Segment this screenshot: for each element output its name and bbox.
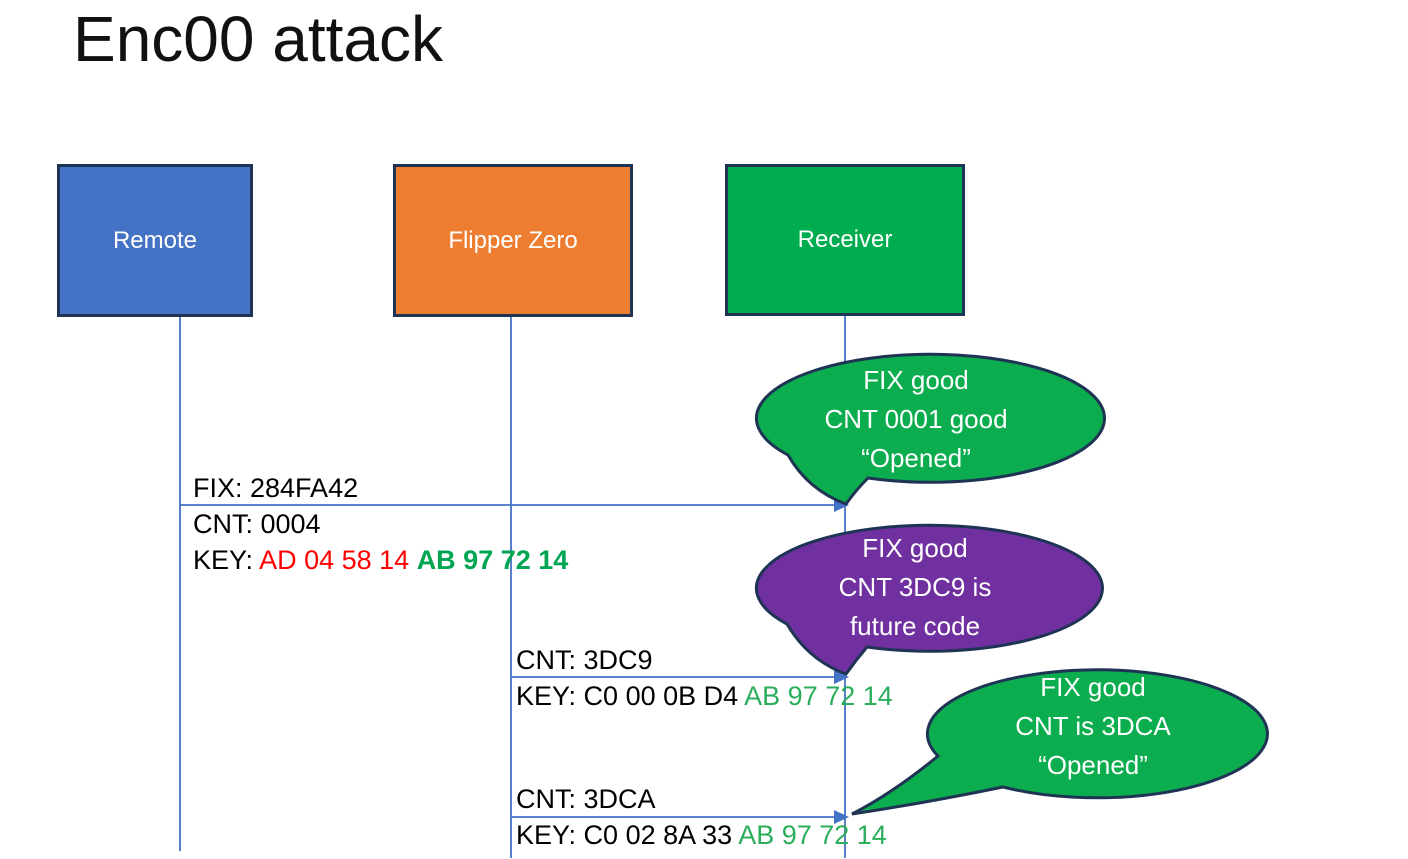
callout-2-line-2: CNT 3DC9 is [838,572,992,602]
message-remote-to-receiver: FIX: 284FA42 CNT: 0004 KEY: AD 04 58 14 … [193,470,568,578]
msg3-cnt-text: CNT: 3DCA [516,784,656,814]
msg2-key-black-bytes: C0 00 0B D4 [583,681,745,711]
msg1-key-green-bytes: AB 97 72 14 [416,545,569,575]
msg2-key-text: KEY: C0 00 0B D4 AB 97 72 14 [516,678,893,714]
callout-2-text: FIX good CNT 3DC9 is future code [735,529,1095,646]
msg1-fix-text: FIX: 284FA42 [193,473,359,503]
message-flipper-to-receiver-1: CNT: 3DC9 KEY: C0 00 0B D4 AB 97 72 14 [516,642,893,714]
callout-2-line-1: FIX good [862,533,968,563]
msg3-key-text: KEY: C0 02 8A 33 AB 97 72 14 [516,817,887,853]
actor-box-flipper-zero: Flipper Zero [393,164,633,317]
msg2-key-label: KEY: [516,681,584,711]
callout-bubble-1 [755,352,1106,506]
msg1-key-text: KEY: AD 04 58 14 AB 97 72 14 [193,542,568,578]
callout-3-line-1: FIX good [1040,672,1146,702]
msg1-key-label: KEY: [193,545,260,575]
callout-1-line-2: CNT 0001 good [824,404,1008,434]
actor-label-flipper-zero: Flipper Zero [448,226,578,254]
callout-1-line-1: FIX good [863,365,969,395]
msg1-key-red-bytes: AD 04 58 14 [259,545,417,575]
arrowhead-msg3-icon [834,810,849,824]
msg3-key-black-bytes: C0 02 8A 33 [583,820,739,850]
actor-box-remote: Remote [57,164,253,317]
callout-1-text: FIX good CNT 0001 good “Opened” [736,361,1096,478]
page-title: Enc00 attack [73,3,443,75]
callout-bubble-2 [755,523,1104,676]
msg3-key-label: KEY: [516,820,584,850]
callout-3-text: FIX good CNT is 3DCA “Opened” [913,668,1273,785]
callout-3-line-2: CNT is 3DCA [1015,711,1171,741]
callout-2-line-3: future code [849,611,981,641]
arrowhead-msg2-icon [834,670,849,684]
msg3-key-green-bytes: AB 97 72 14 [738,820,887,850]
msg1-cnt-text: CNT: 0004 [193,509,321,539]
actor-label-receiver: Receiver [797,226,893,253]
callout-bubble-3 [851,668,1269,816]
msg2-key-green-bytes: AB 97 72 14 [744,681,893,711]
message-flipper-to-receiver-2: CNT: 3DCA KEY: C0 02 8A 33 AB 97 72 14 [516,781,887,853]
actor-box-receiver: Receiver [725,164,965,316]
actor-label-remote: Remote [112,226,198,254]
callout-3-line-3: “Opened” [1038,750,1148,780]
callout-1-line-3: “Opened” [861,443,971,473]
msg2-cnt-text: CNT: 3DC9 [516,645,653,675]
